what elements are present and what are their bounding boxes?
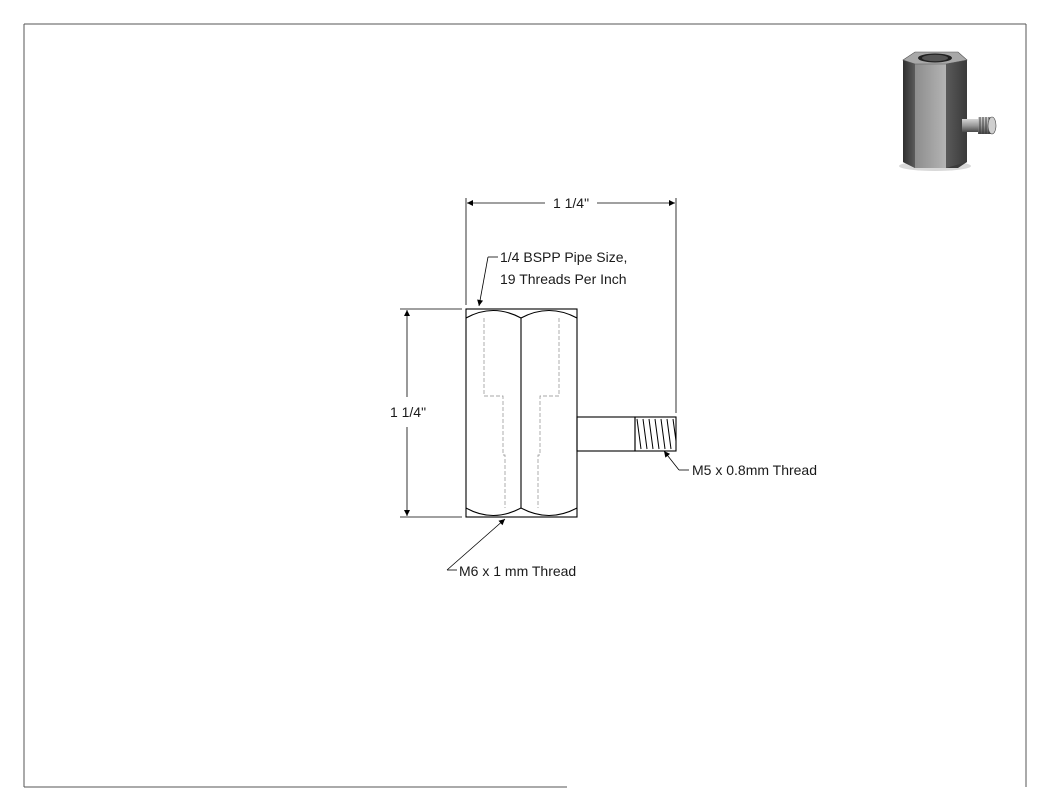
hex-thread-label: M6 x 1 mm Thread <box>459 563 576 579</box>
hex-body <box>465 308 578 518</box>
hidden-bore-lines <box>483 318 560 508</box>
sheet-border <box>23 23 1027 788</box>
overall-width-label: 1 1/4" <box>553 195 589 211</box>
overall-height-label: 1 1/4" <box>390 404 426 420</box>
hex-thread-callout: M6 x 1 mm Thread <box>446 518 576 579</box>
pipe-size-line2: 19 Threads Per Inch <box>500 271 627 287</box>
overall-height-dimension: 1 1/4" <box>387 308 462 518</box>
overall-width-dimension: 1 1/4" <box>465 195 677 413</box>
pipe-size-callout: 1/4 BSPP Pipe Size, 19 Threads Per Inch <box>477 249 627 307</box>
threaded-stud <box>576 416 677 452</box>
hex-coupler-3d-icon <box>899 51 997 171</box>
stud-thread-callout: M5 x 0.8mm Thread <box>663 450 817 478</box>
pipe-size-line1: 1/4 BSPP Pipe Size, <box>500 249 627 265</box>
stud-thread-label: M5 x 0.8mm Thread <box>692 462 817 478</box>
